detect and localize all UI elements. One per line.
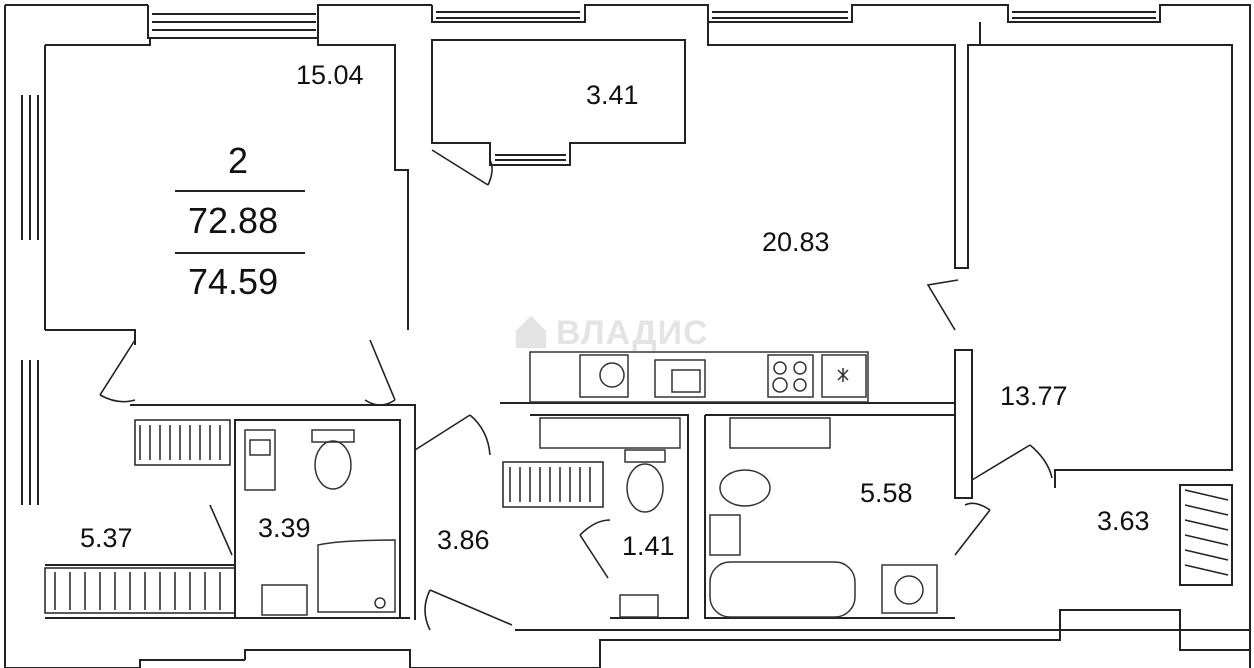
wall-floor-bottom bbox=[45, 617, 1250, 631]
shower-left bbox=[317, 539, 396, 613]
watermark-text: ВЛАДИС bbox=[556, 314, 709, 352]
window-top-4 bbox=[1012, 11, 1156, 19]
wardrobe-toilet bbox=[502, 461, 604, 508]
wall-bath-main bbox=[704, 414, 955, 619]
washer-left bbox=[244, 429, 276, 491]
toilet-left-bowl bbox=[314, 440, 352, 490]
wall-toilet bbox=[530, 414, 689, 619]
area-wardrobe-left: 5.37 bbox=[80, 523, 133, 553]
toilet-room-sink bbox=[619, 594, 659, 618]
toilet-room-tank bbox=[624, 449, 666, 463]
door-loggia bbox=[431, 149, 493, 186]
house-logo-icon bbox=[515, 315, 547, 349]
wardrobe-right-hatch bbox=[1184, 489, 1229, 576]
toilet-room-bowl bbox=[626, 463, 664, 513]
door-right-bedroom bbox=[971, 444, 1053, 481]
window-top-1 bbox=[152, 13, 316, 31]
kitchen-counter bbox=[529, 351, 869, 403]
wall-wardrobe-right bbox=[1179, 484, 1233, 586]
wardrobe-top-left bbox=[134, 419, 231, 466]
door-toilet bbox=[579, 519, 611, 579]
loggia-window bbox=[495, 154, 566, 161]
wall-bedroom bbox=[44, 38, 409, 345]
wall-corridor-top bbox=[130, 404, 416, 620]
dishwasher-drum bbox=[599, 362, 625, 388]
window-top-3 bbox=[712, 11, 848, 19]
area-bedroom-right: 13.77 bbox=[1000, 381, 1068, 411]
area-bedroom: 15.04 bbox=[296, 60, 364, 90]
living-area: 72.88 bbox=[188, 200, 279, 241]
cabinet-toilet bbox=[539, 417, 681, 449]
area-hallway: 3.86 bbox=[437, 525, 490, 555]
door-entrance bbox=[424, 589, 513, 631]
wall-living-right bbox=[954, 349, 973, 499]
divider-2 bbox=[175, 252, 305, 254]
sink-bowl bbox=[671, 369, 701, 393]
area-wardrobe-right: 3.63 bbox=[1097, 506, 1150, 536]
area-loggia: 3.41 bbox=[586, 80, 639, 110]
wall-living bbox=[707, 22, 981, 269]
window-left-top bbox=[21, 95, 39, 240]
door-bedroom-2 bbox=[364, 339, 396, 406]
dishwasher bbox=[579, 354, 629, 398]
washer-main bbox=[881, 564, 938, 614]
door-living-right bbox=[926, 279, 959, 331]
area-living-kitchen: 20.83 bbox=[762, 227, 830, 257]
cabinet-bath bbox=[729, 417, 831, 449]
stove bbox=[767, 354, 814, 398]
door-hall bbox=[414, 414, 491, 456]
toilet-left-tank bbox=[311, 429, 355, 443]
wall-right-bedroom bbox=[980, 44, 1233, 488]
watermark: ВЛАДИС bbox=[512, 312, 709, 353]
rooms-count: 2 bbox=[228, 140, 249, 181]
wardrobe-bottom-left bbox=[44, 567, 236, 614]
wall-loggia bbox=[431, 39, 686, 166]
bathtub bbox=[709, 561, 856, 618]
area-toilet: 1.41 bbox=[622, 531, 675, 561]
door-bath-left bbox=[209, 504, 233, 556]
bidet bbox=[719, 469, 771, 507]
door-bedroom bbox=[99, 339, 136, 403]
outer-wall-left bbox=[4, 5, 1250, 668]
door-bath-main bbox=[954, 502, 991, 556]
area-bathroom-left: 3.39 bbox=[258, 513, 311, 543]
window-top-2 bbox=[436, 11, 580, 19]
fridge-snowflake-icon bbox=[837, 368, 849, 382]
bath-sink bbox=[709, 514, 741, 556]
fridge bbox=[821, 354, 867, 398]
total-area: 74.59 bbox=[188, 261, 279, 302]
divider-1 bbox=[175, 190, 305, 192]
window-left-bottom bbox=[21, 360, 39, 505]
sink-left bbox=[261, 584, 308, 616]
kitchen-sink bbox=[654, 359, 706, 398]
area-bathroom-main: 5.58 bbox=[860, 478, 913, 508]
